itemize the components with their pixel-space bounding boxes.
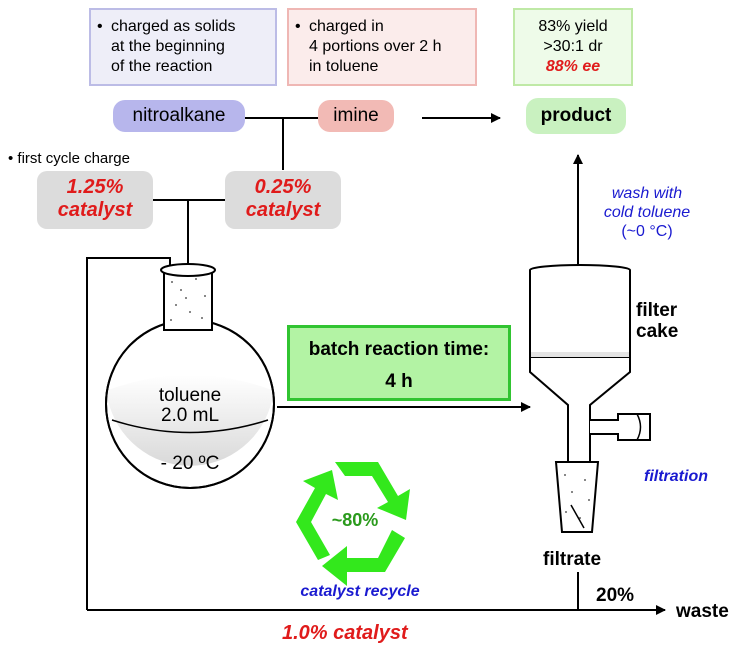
catalyst-feed-lines (152, 199, 225, 262)
reagent-junction-lines (244, 117, 318, 170)
first-cycle-label: • first cycle charge (8, 150, 130, 167)
waste-label: waste (676, 601, 729, 622)
catalyst-charge-1-label: catalyst (57, 199, 133, 221)
filtrate-label: filtrate (543, 549, 602, 570)
flask-temperature: - 20 ºC (160, 453, 220, 474)
portions-note-line3: in toluene (309, 58, 379, 75)
filtration-label: filtration (644, 468, 708, 485)
portions-note-line2: 4 portions over 2 h (309, 38, 442, 55)
solids-note: • charged as solids at the beginning of t… (89, 8, 277, 86)
solids-note-line1: charged as solids (111, 18, 236, 35)
product-label: product (526, 98, 626, 134)
recycle-icon (296, 462, 410, 586)
filter-cake-line2: cake (636, 321, 679, 342)
batch-reaction-box: batch reaction time: 4 h (287, 325, 511, 401)
flask-contents: toluene 2.0 mL (130, 386, 250, 426)
ee-value: 88% ee (545, 58, 601, 75)
imine-label: imine (318, 100, 394, 132)
wash-line1: wash with (611, 185, 683, 202)
portions-note: • charged in 4 portions over 2 h in tolue… (287, 8, 477, 86)
bullet-icon: • (97, 18, 103, 35)
wash-line2: cold toluene (603, 204, 691, 221)
catalyst-charge-2-amount: 0.25% (254, 176, 312, 198)
yield-value: 83% yield (538, 18, 608, 35)
portions-note-line1: charged in (309, 18, 384, 35)
solvent-volume: 2.0 mL (160, 405, 220, 426)
filter-speckles (564, 474, 590, 519)
recycled-catalyst-label: 1.0% catalyst (282, 622, 408, 644)
recycle-label: catalyst recycle (300, 583, 420, 600)
nitroalkane-label: nitroalkane (113, 100, 245, 132)
batch-time: 4 h (385, 371, 413, 392)
yield-note: 83% yield >30:1 dr 88% ee (513, 8, 633, 86)
batch-label: batch reaction time: (308, 339, 490, 360)
filter-cake-label: filter cake (636, 300, 678, 342)
wash-line3: (~0 °C) (621, 223, 673, 240)
catalyst-charge-1-amount: 1.25% (66, 176, 124, 198)
solvent-label: toluene (158, 385, 222, 406)
catalyst-charge-1: 1.25% catalyst (37, 171, 153, 229)
waste-percent: 20% (596, 585, 635, 606)
bullet-icon: • (295, 18, 301, 35)
catalyst-charge-2: 0.25% catalyst (225, 171, 341, 229)
wash-instruction: wash with cold toluene (~0 °C) (584, 184, 710, 241)
round-bottom-flask (105, 263, 275, 489)
catalyst-charge-2-label: catalyst (245, 199, 321, 221)
solids-note-line3: of the reaction (111, 58, 213, 75)
dr-value: >30:1 dr (543, 38, 603, 55)
filter-cake-line1: filter (636, 300, 678, 321)
recycle-percent: ~80% (331, 510, 379, 530)
filter-funnel (529, 264, 651, 533)
solids-note-line2: at the beginning (111, 38, 225, 55)
